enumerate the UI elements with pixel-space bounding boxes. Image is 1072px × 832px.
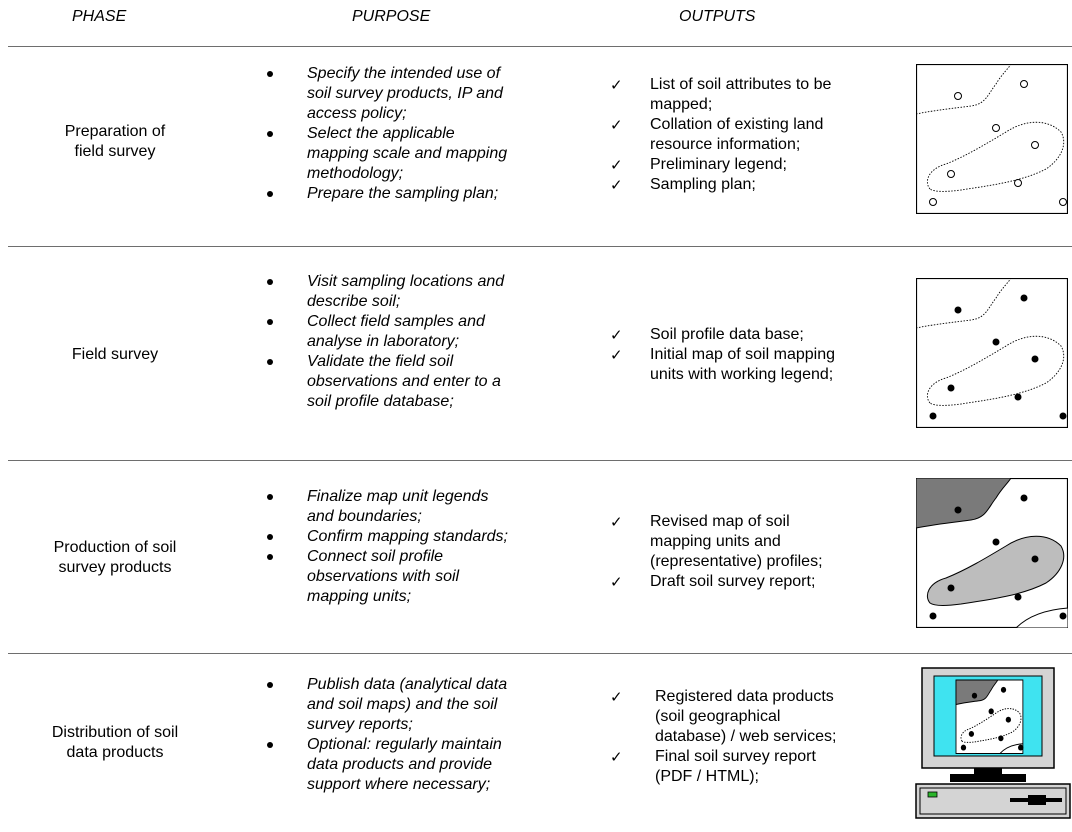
phase-field-survey: Field survey: [71, 346, 159, 363]
list-item: Preliminary legend;: [605, 155, 905, 175]
header-phase: PHASE: [72, 8, 127, 25]
list-item: Registered data products(soil geographic…: [605, 687, 905, 747]
outputs-list: Soil profile data base; Initial map of s…: [605, 325, 905, 385]
map-shaded-units-icon: [916, 478, 1068, 628]
list-item: Soil profile data base;: [605, 325, 905, 345]
header-purpose: PURPOSE: [352, 8, 431, 25]
computer-with-soil-map-icon: [914, 666, 1072, 822]
row-divider: [8, 653, 1072, 654]
list-item: Final soil survey report(PDF / HTML);: [605, 747, 905, 787]
row-divider: [8, 46, 1072, 47]
row-divider: [8, 246, 1072, 247]
list-item: Sampling plan;: [605, 175, 905, 195]
list-item: Prepare the sampling plan;: [255, 184, 575, 204]
outputs-list: Registered data products(soil geographic…: [605, 687, 905, 787]
map-filled-sampling-points-icon: [916, 278, 1068, 428]
row-divider: [8, 460, 1072, 461]
header-outputs: OUTPUTS: [679, 8, 756, 25]
map-open-sampling-points-icon: [916, 64, 1068, 214]
list-item: Draft soil survey report;: [605, 572, 905, 592]
list-item: Confirm mapping standards;: [255, 527, 575, 547]
